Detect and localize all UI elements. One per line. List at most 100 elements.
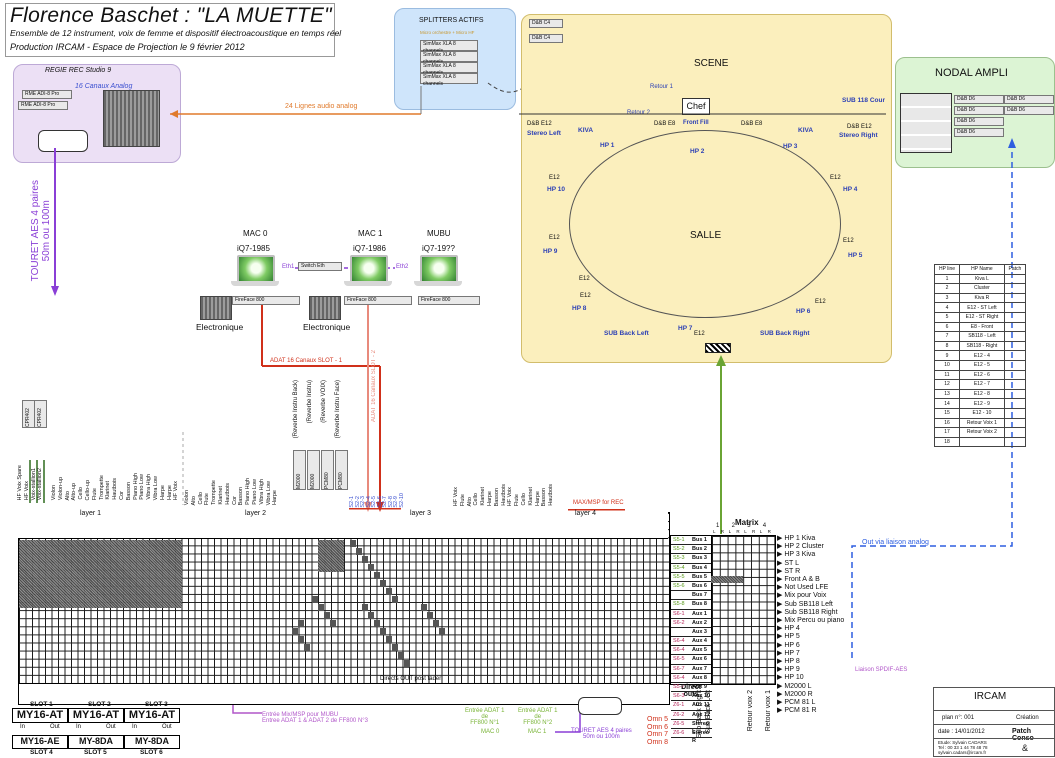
splitters-title: SPLITTERS ACTIFS (419, 17, 484, 24)
routing-cell (362, 604, 368, 611)
bus-code: S5-2 (673, 546, 685, 553)
electronique-label-1: Electronique (196, 322, 244, 332)
hp-patch-cell (1003, 273, 1027, 285)
routing-cell (392, 596, 398, 603)
channel-label: Vibra Low (153, 475, 159, 500)
amp-rack-2-item-1: D&B D6 (954, 95, 1004, 104)
scene-cbox-1: D&B C4 (529, 19, 563, 28)
bus-name: Bus 2 (692, 546, 707, 553)
adat1-label: ADAT 16 Canaux SLOT - 1 (270, 358, 343, 364)
channel-label: Hautbois (112, 478, 119, 500)
channel-label: Harpe (272, 490, 279, 505)
routing-cell (330, 620, 336, 627)
bus-code: S6-2 (673, 619, 685, 626)
channel-label: Trompette (98, 475, 105, 500)
orange-arrow (170, 110, 178, 118)
mubu-name: MUBU (427, 229, 451, 238)
mubu-id: iQ7-19?? (422, 244, 455, 253)
output-label: ▶ HP 1 Kiva (777, 535, 816, 542)
sub-back-right-label: SUB Back Right (760, 330, 810, 337)
matrix-col-label: 1 (716, 523, 720, 529)
amp-label-4: D&B D6 (957, 129, 976, 135)
hp-patch-cell (1003, 398, 1027, 409)
hp-table-col-patch: Patch (1003, 264, 1027, 275)
channel-label: Klarinet (480, 487, 487, 506)
hp-name-cell: E12 - 4 (959, 350, 1005, 361)
channel-label: Cor (119, 491, 125, 500)
hp-name-cell: Cluster (959, 283, 1005, 294)
matrix-sub-label: L (728, 529, 732, 534)
routing-cell (304, 644, 310, 651)
amp-rack-2-item-2: D&B D6 (954, 106, 1004, 115)
output-label: ▶ PCM 81 R (777, 707, 817, 715)
mac1-bottom-label: MAC 1 (528, 729, 547, 735)
channel-label: Voix-stallion1 (30, 467, 37, 500)
routing-cell (380, 628, 386, 635)
amp-rack-3-item-1: D&B D6 (1004, 95, 1054, 104)
ircam-divider-3 (934, 738, 1054, 739)
sub-back-left-label: SUB Back Left (604, 330, 649, 337)
routing-cell (318, 604, 324, 611)
reverb-label-1: (Reverbe Instru Back) (293, 380, 299, 439)
routing-cell (298, 636, 304, 643)
output-label: ▶ HP 4 (777, 625, 800, 633)
ircam-plan: plan n°: 001 (942, 715, 975, 721)
output-label: ▶ ST R (777, 567, 801, 575)
bus-name: Bus 1 (692, 537, 707, 543)
bus-code: S6-4 (673, 674, 685, 681)
ircam-amp: & (1022, 743, 1029, 753)
e12-label-h: E12 (579, 276, 590, 282)
salle-ellipse (569, 130, 841, 318)
amp-rack-2-item-4: D&B D6 (954, 128, 1004, 137)
bus-name: Aux 6 (692, 656, 707, 663)
direct-outs-label: Direct outs (681, 684, 701, 698)
hp-patch-cell (1003, 311, 1027, 323)
output-label: ▶ Sub SB118 Right (777, 608, 838, 616)
mubu-base (414, 281, 462, 286)
output-label: ▶ HP 5 (777, 633, 800, 641)
routing-cell (392, 644, 398, 651)
reverb-unit-3: PCM80 (321, 450, 334, 490)
channel-label: Piano High (132, 473, 139, 500)
splitter-unit-label-4: SimMax XLA 8 channels (423, 74, 456, 87)
hp-name-cell: Retour Voix 2 (959, 427, 1005, 438)
hp-line-cell: 17 (934, 427, 960, 438)
touret-top-label: TOURET AES 4 paires 50m ou 100m (30, 180, 52, 282)
output-label: ▶ Sub SB118 Left (777, 600, 833, 608)
channel-label: Cello (78, 487, 85, 500)
hp-patch-cell (1003, 283, 1027, 294)
routing-cell (380, 580, 386, 587)
amp-rack-1 (900, 93, 952, 153)
rme-device-2: RME ADI-8 Pro (18, 101, 68, 110)
bus-name: Aux 8 (692, 674, 707, 681)
channel-label: HF Voix (507, 486, 514, 506)
ircam-divider-2 (934, 724, 1054, 725)
matrix-sub-label: R (720, 529, 725, 534)
touret-box-bottom (578, 697, 622, 715)
hp-line-cell: 7 (934, 331, 960, 342)
maxmsp-label: MAX/MSP for REC (573, 500, 624, 506)
page-subtitle: Ensemble de 12 instrument, voix de femme… (10, 28, 342, 38)
touret-box-top (38, 130, 88, 152)
slot2-in: In (76, 724, 82, 730)
slot4-card: MY16-AE (12, 735, 68, 749)
scene-title: SCENE (694, 58, 729, 69)
channel-label: Hautbois (224, 483, 231, 505)
channel-label: Basson (125, 481, 132, 500)
nodal-title: NODAL AMPLI (935, 67, 1008, 79)
bus-name: Bus 3 (692, 555, 707, 562)
hp-line-cell: 10 (934, 359, 960, 371)
splitter-unit-4: SimMax XLA 8 channels (420, 73, 478, 87)
layer3-label: layer 3 (410, 510, 432, 517)
